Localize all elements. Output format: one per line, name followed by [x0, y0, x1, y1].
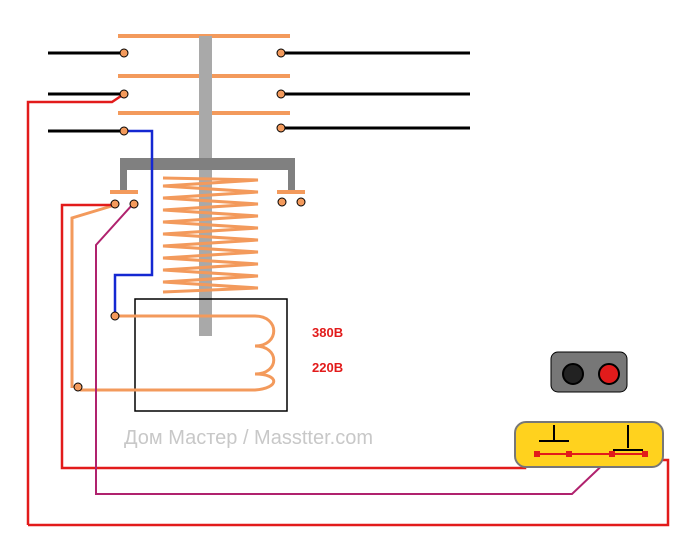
- terminal-out-1: [276, 48, 286, 58]
- contact-terminal-4: [642, 451, 648, 457]
- contact-terminal-3: [609, 451, 615, 457]
- return-spring: [162, 176, 259, 294]
- orange-aux-wire: [70, 203, 116, 388]
- terminal-aux-left-1: [110, 199, 120, 209]
- output-power-lines: [284, 51, 470, 130]
- voltage-220-label: 220В: [312, 360, 343, 375]
- terminal-coil-bottom: [73, 382, 83, 392]
- terminal-out-2: [276, 89, 286, 99]
- terminal-out-3: [276, 123, 286, 133]
- terminal-coil-top: [110, 311, 120, 321]
- coil-housing: [134, 298, 288, 412]
- terminals: [73, 48, 306, 392]
- coil-winding: [80, 314, 276, 392]
- terminal-in-3: [119, 126, 129, 136]
- voltage-380-label: 380В: [312, 325, 343, 340]
- contact-terminal-1: [534, 451, 540, 457]
- start-stop-button-icon: [550, 351, 628, 393]
- coil-icon: [80, 314, 276, 392]
- purple-wire: [95, 203, 613, 495]
- terminal-aux-left-2: [129, 199, 139, 209]
- terminal-in-2: [119, 89, 129, 99]
- armature-crossbar: [120, 158, 295, 170]
- stop-button-icon[interactable]: [562, 363, 584, 385]
- terminal-aux-right-2: [296, 197, 306, 207]
- armature-right-leg: [288, 158, 295, 190]
- contact-terminal-2: [566, 451, 572, 457]
- blue-wire: [113, 129, 154, 316]
- terminal-aux-right-1: [277, 197, 287, 207]
- start-button-icon[interactable]: [598, 363, 620, 385]
- red-wire-outer: [26, 92, 125, 525]
- armature-left-leg: [120, 158, 127, 190]
- button-contact-block: [514, 421, 664, 468]
- terminal-in-1: [119, 48, 129, 58]
- input-power-lines: [48, 51, 120, 133]
- contact-block-body: [514, 421, 664, 468]
- watermark: Дом Мастер / Masstter.com: [124, 427, 373, 449]
